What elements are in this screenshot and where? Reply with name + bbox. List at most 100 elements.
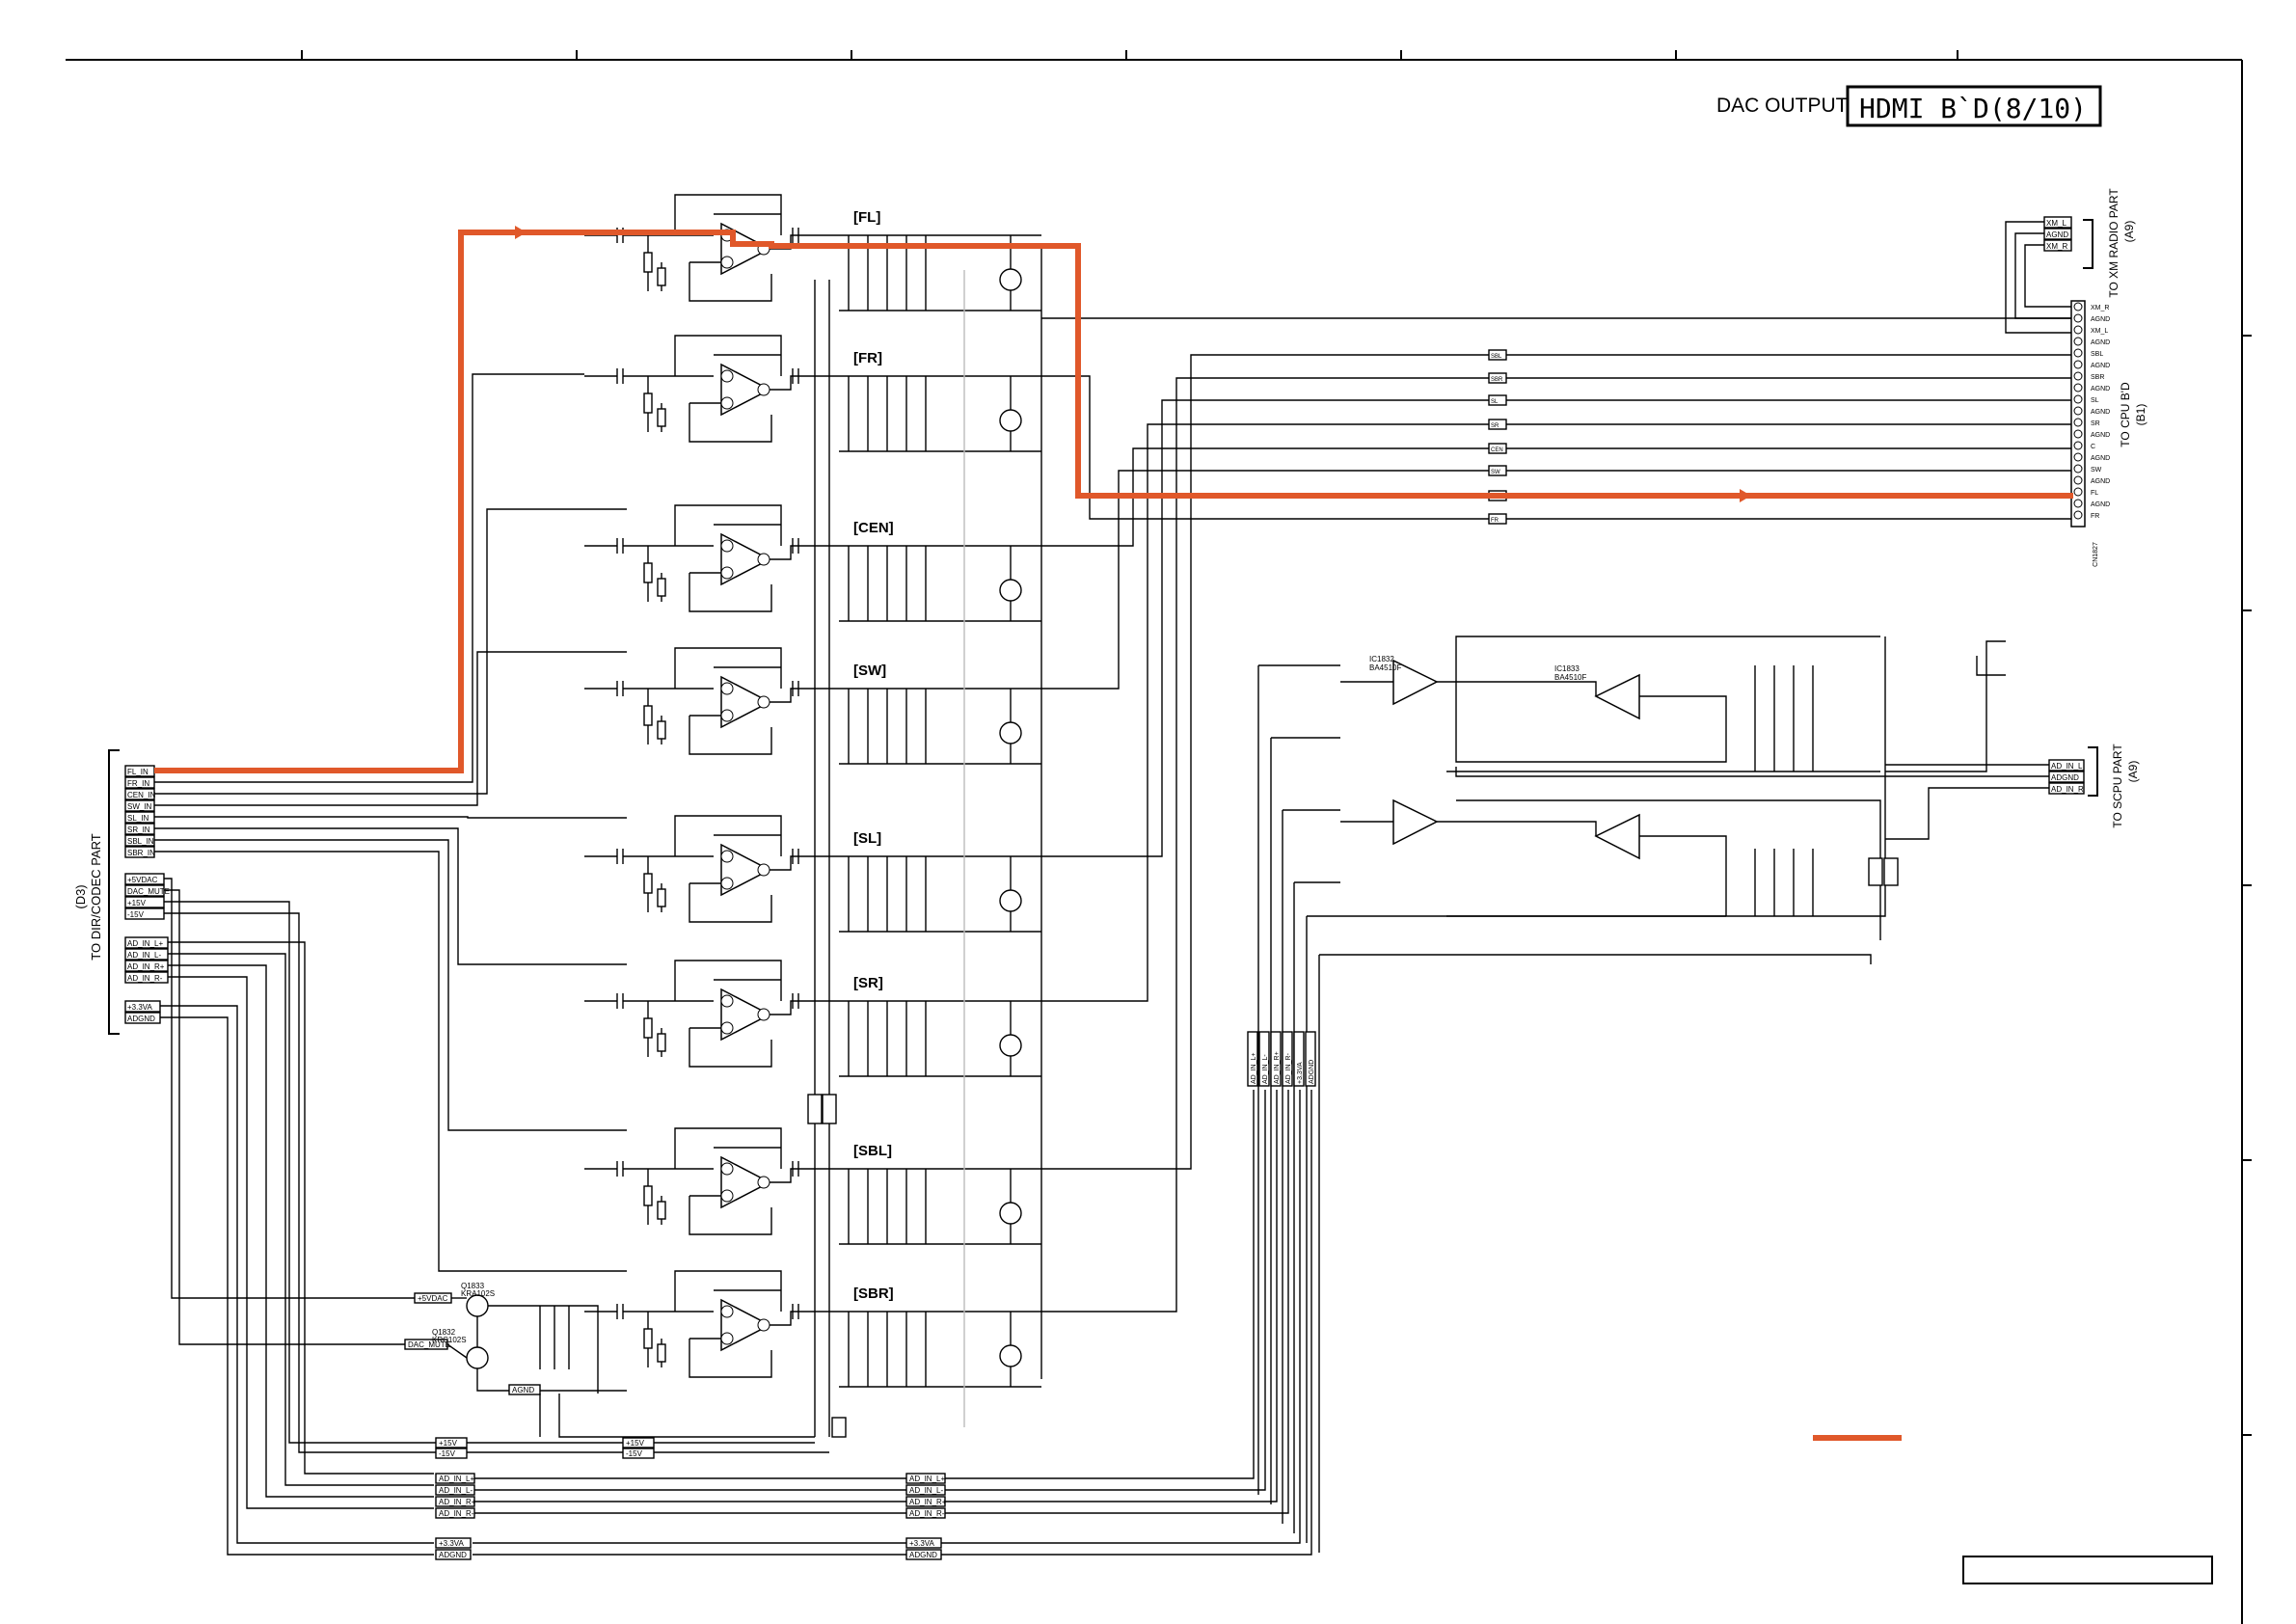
mute-tag-dac-mute: DAC_MUTE — [408, 1340, 450, 1349]
q1832-ref: Q1832 — [432, 1328, 456, 1337]
pin-adgnd: ADGND — [127, 1015, 155, 1023]
channel-block-5: [SR] — [584, 960, 1041, 1077]
channel-block-1: [FR] — [584, 335, 1041, 452]
vertical-tag-box-2 — [1270, 1031, 1282, 1087]
bus-15v-pos-b: +15V — [626, 1439, 645, 1448]
mute-transistor-6 — [999, 1202, 1022, 1225]
xm-caption-1: TO XM RADIO PART — [2107, 188, 2120, 298]
signal-arrow-1 — [515, 226, 527, 239]
pin-dac-mute: DAC_MUTE — [127, 887, 170, 896]
channel-block-3: [SW] — [584, 647, 1041, 765]
channel-label-3: [SW] — [853, 663, 886, 679]
bus-ad-r-neg-b: AD_IN_R- — [909, 1509, 945, 1518]
cpu-connector: TO CPU B'D (B1) CN1827 XM_RAGNDXM_LAGNDS… — [2070, 300, 2147, 567]
bus-15v-pos-a: +15V — [439, 1439, 458, 1448]
pin-cen-in: CEN_IN — [127, 791, 156, 799]
bus-ad-l-pos-b: AD_IN_L+ — [909, 1475, 945, 1483]
pin-fl-in: FL_IN — [127, 768, 149, 776]
cpu-caption-1: TO CPU B'D — [2119, 382, 2132, 447]
bus-ad-r-pos-a: AD_IN_R+ — [439, 1498, 476, 1506]
input-wires — [154, 373, 627, 1556]
scpu-caption-2: (A9) — [2126, 761, 2140, 783]
supply-rails — [807, 246, 1042, 1438]
signal-arrow-2 — [1740, 489, 1751, 502]
transistor-q1832 — [466, 1346, 489, 1369]
cpu-pin-5: AGND — [2091, 363, 2110, 369]
pin-sr-in: SR_IN — [127, 826, 150, 834]
bus-adgnd-a: ADGND — [439, 1551, 467, 1559]
opamp-7 — [720, 1298, 771, 1352]
cpu-pin-7: AGND — [2091, 386, 2110, 392]
left-connector-caption-2: TO DIR/CODEC PART — [89, 833, 103, 961]
ic1833-ref: IC1833 — [1554, 664, 1580, 673]
ic1832-ref: IC1832 — [1369, 655, 1394, 663]
vertical-tag-2: AD_IN_R+ — [1274, 1051, 1281, 1084]
cpu-pin-14: SW — [2091, 467, 2102, 474]
vertical-tag-5: ADGND — [1309, 1060, 1315, 1084]
pin-sw-in: SW_IN — [127, 802, 152, 811]
mute-transistor-0 — [999, 268, 1022, 291]
signal-path-highlight — [154, 226, 2073, 773]
xm-pin-agnd: AGND — [2046, 230, 2068, 239]
channel-blocks: [FL][FR][CEN][SW][SL][SR][SBL][SBR] — [584, 194, 1041, 1388]
channel-label-5: [SR] — [853, 975, 883, 991]
cpu-pin-13: AGND — [2091, 455, 2110, 462]
opamp-5 — [720, 988, 771, 1042]
channel-block-6: [SBL] — [584, 1127, 1041, 1245]
bus-tag-1: SBR — [1491, 377, 1503, 383]
opamp-6 — [720, 1155, 771, 1209]
pin-3v3a: +3.3VA — [127, 1003, 153, 1012]
xm-pin-xml: XM_L — [2046, 219, 2066, 228]
cpu-pin-8: SL — [2091, 397, 2099, 404]
pin-ad-in-r-neg: AD_IN_R- — [127, 974, 163, 983]
opamp-3 — [720, 675, 771, 729]
bus-3v3a-b: +3.3VA — [909, 1539, 935, 1548]
mute-transistor-3 — [999, 721, 1022, 744]
cpu-caption-2: (B1) — [2134, 404, 2147, 426]
vertical-tag-4: +3.3VA — [1297, 1062, 1304, 1084]
bus-tag-box-5 — [1488, 465, 1507, 476]
sheet-frame — [66, 50, 2252, 1624]
board-title: HDMI B`D(8/10) — [1859, 93, 2087, 124]
bus-tag-box-3 — [1488, 419, 1507, 430]
left-pins-top: FL_IN FR_IN CEN_IN SW_IN SL_IN SR_IN SBL… — [124, 765, 156, 858]
channel-label-1: [FR] — [853, 350, 882, 366]
left-connector-caption-1: (D3) — [73, 884, 88, 908]
cpu-pin-6: SBR — [2091, 374, 2104, 381]
cpu-pin-12: C — [2091, 444, 2095, 450]
pin-sbr-in: SBR_IN — [127, 849, 155, 857]
pin-fr-in: FR_IN — [127, 779, 149, 788]
channel-label-2: [CEN] — [853, 520, 894, 536]
bus-tag-box-7 — [1488, 513, 1507, 525]
xm-pin-xmr: XM_R — [2046, 242, 2067, 251]
vertical-tag-box-1 — [1258, 1031, 1270, 1087]
section-label: DAC OUTPUT — [1716, 95, 1849, 117]
bus-15v-neg-b: -15V — [626, 1449, 643, 1458]
bus-tag-4: CEN — [1491, 447, 1503, 453]
vertical-tag-0: AD_IN_L+ — [1251, 1053, 1257, 1085]
board-title-box — [1846, 85, 2102, 127]
scpu-pin-ad-in-l: AD_IN_L — [2051, 762, 2083, 771]
mute-transistor-5 — [999, 1034, 1022, 1057]
pin-ad-in-l-pos: AD_IN_L+ — [127, 939, 163, 948]
pin-5vdac: +5VDAC — [127, 876, 158, 884]
mute-section: +5VDAC DAC_MUTE AGND Q1833 KRA102S Q1832… — [404, 1282, 815, 1438]
bus-adgnd-b: ADGND — [909, 1551, 937, 1559]
pin-ad-in-r-pos: AD_IN_R+ — [127, 962, 165, 971]
vertical-tag-box-3 — [1282, 1031, 1293, 1087]
opamp-1 — [720, 363, 771, 417]
q1833-ref: Q1833 — [461, 1282, 485, 1290]
bus-line-1: SBR — [1041, 372, 2071, 1313]
bus-line-3: SR — [1041, 419, 2071, 1002]
left-connector: (D3) TO DIR/CODEC PART FL_IN FR_IN CEN_I… — [73, 749, 170, 1035]
xm-radio-connector: XM_L AGND XM_R TO XM RADIO PART (A9) — [2005, 188, 2136, 334]
channel-label-0: [FL] — [853, 209, 880, 226]
opamp-4 — [720, 843, 771, 897]
cpu-pin-10: SR — [2091, 420, 2100, 427]
mute-transistor-7 — [999, 1344, 1022, 1367]
bus-ad-l-neg-a: AD_IN_L- — [439, 1486, 473, 1495]
pin-15v-neg: -15V — [127, 910, 145, 919]
bus-ad-l-neg-b: AD_IN_L- — [909, 1486, 943, 1495]
bus-tag-box-1 — [1488, 372, 1507, 384]
cpu-ref: CN1827 — [2093, 542, 2099, 567]
